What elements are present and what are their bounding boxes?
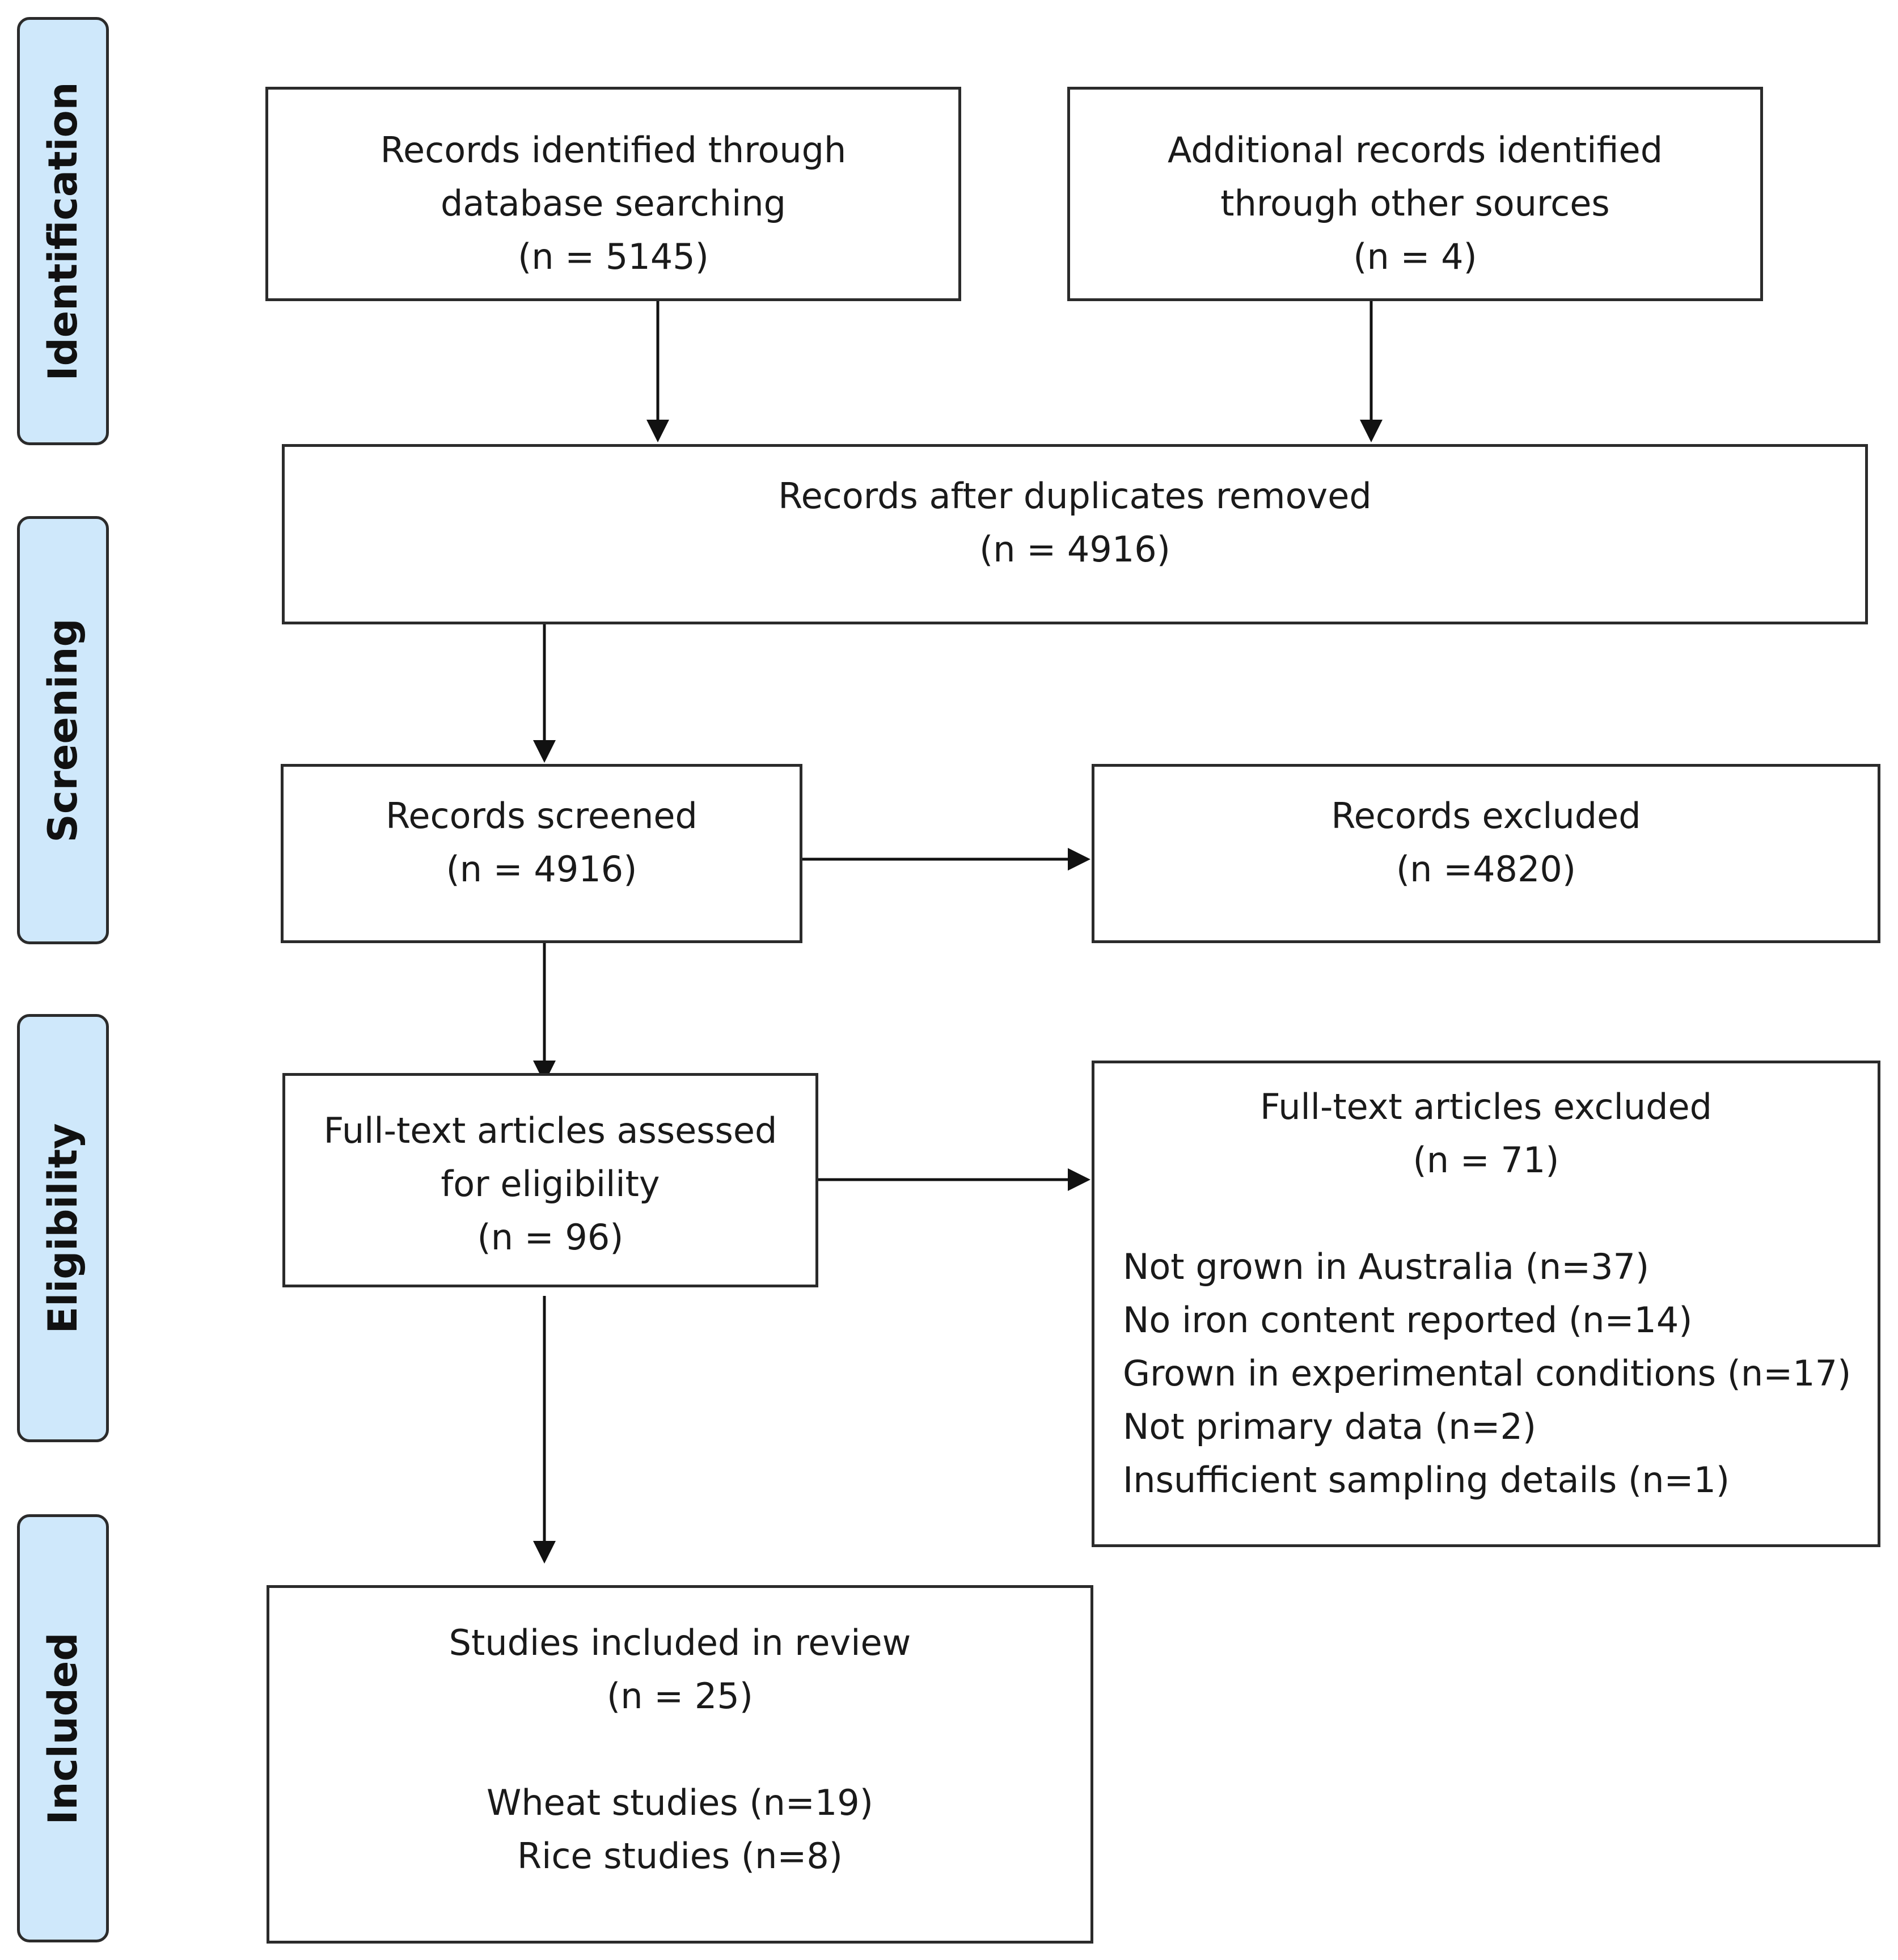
exclusion-reason: Insufficient sampling details (n=1) <box>1123 1459 1730 1501</box>
box-other-sources: Additional records identified through ot… <box>1067 87 1763 301</box>
rice-studies-count: Rice studies (n=8) <box>517 1835 843 1877</box>
database-records-line2: database searching <box>441 183 786 224</box>
other-sources-line2: through other sources <box>1220 183 1610 224</box>
box-database-records: Records identified through database sear… <box>265 87 961 301</box>
wheat-studies-count: Wheat studies (n=19) <box>487 1782 873 1823</box>
studies-included-count: (n = 25) <box>607 1675 753 1717</box>
studies-included-line1: Studies included in review <box>449 1622 911 1663</box>
records-excluded-count: (n =4820) <box>1396 848 1576 890</box>
box-studies-included: Studies included in review (n = 25) Whea… <box>267 1585 1093 1944</box>
box-deduplicated: Records after duplicates removed (n = 49… <box>282 444 1868 624</box>
phase-tab-included: Included <box>17 1514 109 1942</box>
exclusion-reasons-list: Not grown in Australia (n=37) No iron co… <box>1094 1240 1878 1507</box>
deduplicated-line1: Records after duplicates removed <box>778 475 1372 517</box>
box-records-excluded: Records excluded (n =4820) <box>1092 764 1880 943</box>
database-records-line1: Records identified through <box>380 129 847 171</box>
records-screened-line1: Records screened <box>386 795 698 837</box>
records-screened-count: (n = 4916) <box>446 848 637 890</box>
exclusion-reason: Not grown in Australia (n=37) <box>1123 1246 1650 1287</box>
database-records-count: (n = 5145) <box>518 236 709 277</box>
fulltext-assessed-line1: Full-text articles assessed <box>323 1110 777 1151</box>
other-sources-line1: Additional records identified <box>1167 129 1663 171</box>
box-fulltext-excluded: Full-text articles excluded (n = 71) Not… <box>1092 1061 1880 1547</box>
deduplicated-count: (n = 4916) <box>979 529 1170 570</box>
exclusion-reason: No iron content reported (n=14) <box>1123 1299 1693 1341</box>
box-fulltext-assessed: Full-text articles assessed for eligibil… <box>282 1073 818 1287</box>
fulltext-assessed-line2: for eligibility <box>441 1163 660 1205</box>
phase-tab-screening: Screening <box>17 516 109 944</box>
box-records-screened: Records screened (n = 4916) <box>281 764 802 943</box>
other-sources-count: (n = 4) <box>1353 236 1477 277</box>
records-excluded-line1: Records excluded <box>1331 795 1641 837</box>
phase-tab-identification: Identification <box>17 17 109 445</box>
fulltext-excluded-line1: Full-text articles excluded <box>1259 1086 1713 1127</box>
exclusion-reason: Grown in experimental conditions (n=17) <box>1123 1353 1851 1394</box>
phase-tab-eligibility: Eligibility <box>17 1014 109 1442</box>
exclusion-reason: Not primary data (n=2) <box>1123 1406 1537 1447</box>
fulltext-excluded-count: (n = 71) <box>1413 1139 1559 1181</box>
fulltext-assessed-count: (n = 96) <box>477 1216 624 1258</box>
